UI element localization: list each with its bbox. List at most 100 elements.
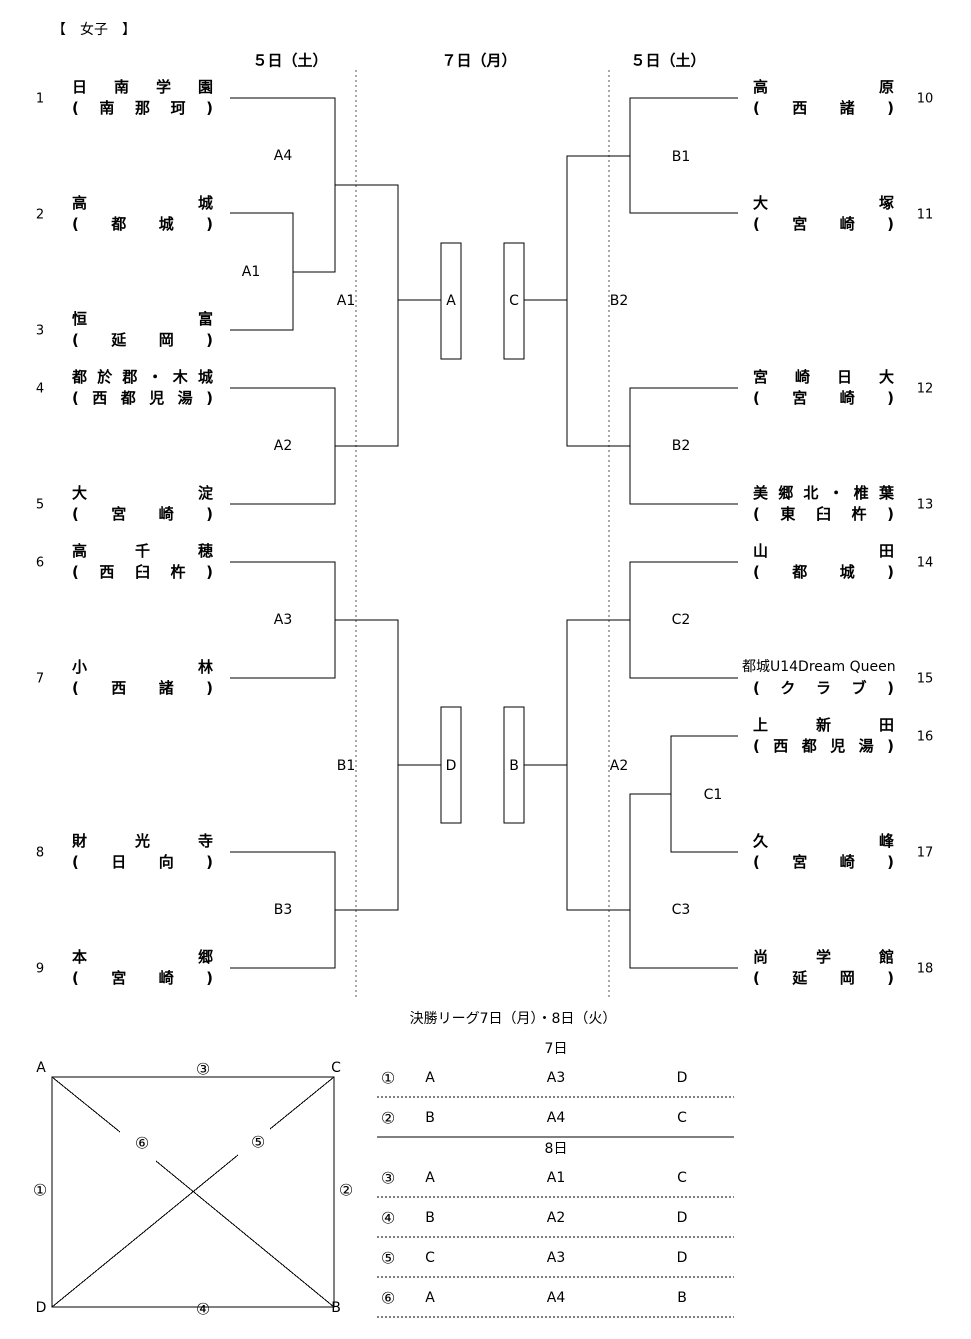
team-char: 大 bbox=[878, 368, 894, 386]
team-char: ( bbox=[72, 215, 79, 233]
team-school: 都城U14Dream Queen bbox=[742, 659, 896, 675]
team-char: ) bbox=[206, 853, 213, 871]
team-entry: 小林 (西諸) bbox=[72, 657, 213, 699]
referee: A4 bbox=[546, 1110, 566, 1126]
team-char: 南 bbox=[99, 99, 115, 117]
team-char: 崎 bbox=[158, 505, 174, 523]
match-label: A2 bbox=[273, 438, 293, 454]
team-entry: 日南学園 (南那珂) bbox=[72, 77, 213, 119]
team-char: 学 bbox=[815, 948, 831, 966]
team-char: 田 bbox=[878, 542, 894, 560]
team-entry: 美郷北・椎葉 (東臼杵) bbox=[753, 483, 894, 525]
team-char: 西 bbox=[792, 99, 808, 117]
team-school: 高原 bbox=[753, 77, 894, 98]
match-label: B1 bbox=[671, 149, 691, 165]
seed-number: 9 bbox=[35, 961, 45, 977]
team-char: 宮 bbox=[792, 853, 808, 871]
match-number: ③ bbox=[380, 1168, 396, 1188]
league-corner-label: B bbox=[331, 1300, 341, 1316]
team-char: 西 bbox=[92, 389, 108, 407]
team-char: 宮 bbox=[792, 215, 808, 233]
team-char: ・ bbox=[147, 368, 163, 386]
team-char: 大 bbox=[753, 194, 769, 212]
team-char: ( bbox=[753, 99, 760, 117]
team-char: 都 bbox=[801, 737, 817, 755]
team-entry: 久峰 (宮崎) bbox=[753, 831, 894, 873]
group-box-label: D bbox=[445, 758, 457, 774]
match-number: ① bbox=[380, 1068, 396, 1088]
team-char: 日 bbox=[111, 853, 127, 871]
team-area: (宮崎) bbox=[753, 852, 894, 873]
team-char: 本 bbox=[72, 948, 88, 966]
team-char: ) bbox=[206, 563, 213, 581]
team-char: ) bbox=[887, 563, 894, 581]
away-team: C bbox=[677, 1110, 687, 1126]
team-char: 児 bbox=[830, 737, 846, 755]
team-char: 高 bbox=[753, 78, 769, 96]
team-char: 美 bbox=[753, 484, 769, 502]
team-school: 都於郡・木城 bbox=[72, 367, 213, 388]
league-corner-label: C bbox=[331, 1060, 341, 1076]
team-char: ) bbox=[887, 679, 894, 697]
league-edge-mark: ⑥ bbox=[134, 1133, 150, 1153]
team-char: 城 bbox=[197, 194, 213, 212]
team-char: 小 bbox=[72, 658, 88, 676]
referee: A4 bbox=[546, 1290, 566, 1306]
team-char: 新 bbox=[815, 716, 831, 734]
team-char: 臼 bbox=[815, 505, 831, 523]
team-char: 大 bbox=[72, 484, 88, 502]
team-char: 郷 bbox=[197, 948, 213, 966]
team-char: 原 bbox=[878, 78, 894, 96]
team-char: 城 bbox=[839, 563, 855, 581]
seed-number: 2 bbox=[35, 207, 45, 223]
team-char: 西 bbox=[99, 563, 115, 581]
team-char: 光 bbox=[134, 832, 150, 850]
team-char: 諸 bbox=[839, 99, 855, 117]
team-area: (日向) bbox=[72, 852, 213, 873]
team-char: 久 bbox=[753, 832, 769, 850]
team-entry: 尚学館 (延岡) bbox=[753, 947, 894, 989]
team-char: 宮 bbox=[111, 505, 127, 523]
team-char: 於 bbox=[97, 368, 113, 386]
team-entry: 恒富 (延岡) bbox=[72, 309, 213, 351]
team-char: ) bbox=[206, 99, 213, 117]
team-area: (西諸) bbox=[753, 98, 894, 119]
referee: A3 bbox=[546, 1250, 566, 1266]
team-char: 西 bbox=[773, 737, 789, 755]
match-number: ⑥ bbox=[380, 1288, 396, 1308]
match-number: ② bbox=[380, 1108, 396, 1128]
team-entry: 都城U14Dream Queen (クラブ) bbox=[742, 657, 904, 699]
team-entry: 宮崎日大 (宮崎) bbox=[753, 367, 894, 409]
team-char: ( bbox=[753, 505, 760, 523]
league-edge-mark: ② bbox=[338, 1180, 354, 1200]
team-char: 財 bbox=[72, 832, 88, 850]
team-char: 高 bbox=[72, 194, 88, 212]
team-area: (西都児湯) bbox=[72, 388, 213, 409]
seed-number: 3 bbox=[35, 323, 45, 339]
team-char: 学 bbox=[155, 78, 171, 96]
match-label: A2 bbox=[609, 758, 629, 774]
team-char: 上 bbox=[753, 716, 769, 734]
team-char: 珂 bbox=[170, 99, 186, 117]
team-char: 富 bbox=[197, 310, 213, 328]
team-school: 大淀 bbox=[72, 483, 213, 504]
team-char: 延 bbox=[111, 331, 127, 349]
team-char: 淀 bbox=[197, 484, 213, 502]
team-school: 恒富 bbox=[72, 309, 213, 330]
away-team: D bbox=[676, 1070, 688, 1086]
team-entry: 財光寺 (日向) bbox=[72, 831, 213, 873]
team-char: 岡 bbox=[839, 969, 855, 987]
team-char: ) bbox=[887, 737, 894, 755]
seed-number: 5 bbox=[35, 497, 45, 513]
team-char: ( bbox=[753, 737, 760, 755]
league-day-heading: 8日 bbox=[544, 1141, 568, 1157]
team-char: 木 bbox=[172, 368, 188, 386]
team-char: 恒 bbox=[72, 310, 88, 328]
team-char: 穂 bbox=[197, 542, 213, 560]
group-box-label: A bbox=[446, 293, 456, 309]
page-title: 【 女子 】 bbox=[52, 22, 136, 38]
team-char: ( bbox=[72, 969, 79, 987]
away-team: D bbox=[676, 1210, 688, 1226]
seed-number: 4 bbox=[35, 381, 45, 397]
team-char: ( bbox=[753, 389, 760, 407]
